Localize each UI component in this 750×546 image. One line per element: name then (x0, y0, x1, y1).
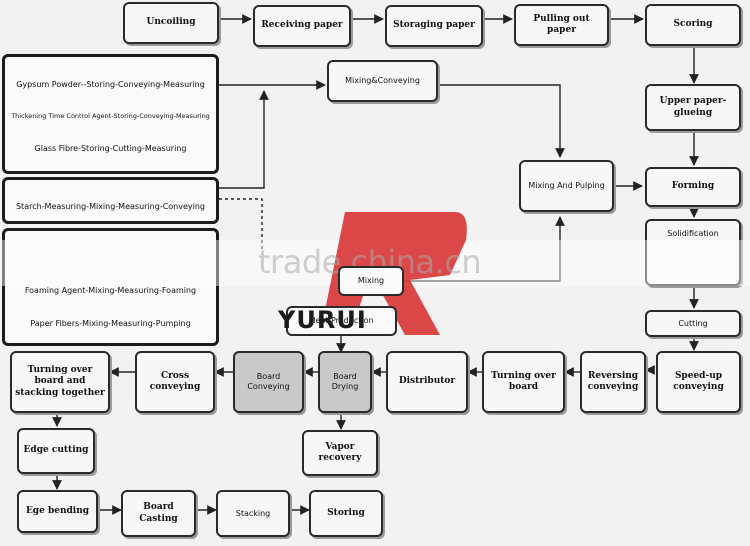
heat-production-label: Heat Production (309, 316, 374, 325)
heat-production-box: Heat Production (286, 306, 397, 336)
forming-box: Forming (645, 167, 741, 207)
solidification-box: Solidification (645, 219, 741, 286)
stacking-label: Stacking (235, 508, 271, 518)
cross-conveying-label: Cross conveying (149, 370, 201, 392)
materials-group-box: Gypsum Powder--Storing-Conveying-Measuri… (2, 54, 219, 174)
board-casting-box: Board Casting (121, 490, 196, 537)
upper-paper-glueing-label: Upper paper-glueing (659, 96, 727, 118)
distributor-box: Distributor (386, 351, 468, 413)
storing-label: Storing (327, 507, 365, 518)
storaging-paper-box: Storaging paper (385, 5, 483, 47)
mixing-box: Mixing (338, 266, 404, 296)
edge-cutting-box: Edge cutting (17, 428, 95, 474)
mixing-pulping-label: Mixing And Pulping (528, 181, 605, 190)
uncoiling-label: Uncoiling (146, 17, 196, 28)
ege-bending-label: Ege bending (25, 505, 90, 516)
mixing-conveying-box: Mixing&Conveying (327, 60, 438, 102)
distributor-label: Distributor (398, 376, 456, 387)
ege-bending-box: Ege bending (17, 490, 98, 533)
solidification-label: Solidification (667, 229, 719, 238)
reversing-conveying-label: Reversing conveying (587, 370, 639, 392)
storing-box: Storing (309, 490, 383, 537)
board-drying-label: Board Drying (331, 372, 359, 391)
arrow-starch-dashed (219, 198, 263, 252)
arrow-starch-up (219, 90, 269, 189)
edge-cutting-label: Edge cutting (23, 445, 89, 456)
foaming-line: Foaming Agent-Mixing-Measuring-Foaming (24, 286, 197, 295)
gypsum-line: Gypsum Powder--Storing-Conveying-Measuri… (16, 80, 205, 89)
pulling-out-paper-label: Pulling out paper (533, 13, 590, 35)
storaging-paper-label: Storaging paper (393, 20, 475, 31)
thickening-line: Thickening Time Control Agent-Storing-Co… (11, 112, 210, 120)
pulling-out-paper-box: Pulling out paper (514, 4, 609, 46)
forming-label: Forming (671, 181, 715, 192)
vapor-recovery-box: Vapor recovery (302, 430, 378, 476)
starch-line: Starch-Measuring-Mixing-Measuring-Convey… (15, 202, 206, 211)
glass-fibre-line: Glass Fibre-Storing-Cutting-Measuring (34, 144, 187, 153)
scoring-box: Scoring (645, 4, 741, 46)
turning-stacking-label: Turning over board and stacking together (15, 365, 105, 398)
reversing-conveying-box: Reversing conveying (580, 351, 646, 413)
arrow-mixconv-pulping (438, 84, 565, 158)
cutting-box: Cutting (645, 310, 741, 337)
receiving-paper-label: Receiving paper (261, 20, 343, 31)
mixing-conveying-label: Mixing&Conveying (345, 76, 420, 85)
speed-up-conveying-box: Speed-up conveying (656, 351, 741, 413)
cutting-label: Cutting (678, 318, 708, 328)
logo-wordmark: YURUI (278, 306, 367, 334)
mixing-label: Mixing (357, 276, 385, 285)
starch-box: Starch-Measuring-Mixing-Measuring-Convey… (2, 177, 219, 224)
board-casting-label: Board Casting (139, 502, 178, 524)
receiving-paper-box: Receiving paper (253, 5, 351, 47)
paper-fibers-line: Paper Fibers-Mixing-Measuring-Pumping (30, 319, 191, 328)
turning-stacking-box: Turning over board and stacking together (10, 351, 110, 413)
board-conveying-label: Board Conveying (247, 372, 290, 391)
turning-over-board-box: Turning over board (482, 351, 565, 413)
turning-over-board-label: Turning over board (491, 370, 556, 392)
speed-up-conveying-label: Speed-up conveying (673, 370, 724, 392)
mixing-pulping-box: Mixing And Pulping (519, 160, 614, 212)
upper-paper-glueing-box: Upper paper-glueing (645, 84, 741, 131)
cross-conveying-box: Cross conveying (135, 351, 215, 413)
scoring-label: Scoring (673, 19, 713, 30)
arrow-mixing-pulping (404, 216, 565, 282)
uncoiling-box: Uncoiling (123, 2, 219, 44)
board-drying-box: Board Drying (318, 351, 372, 413)
vapor-recovery-label: Vapor recovery (318, 441, 362, 463)
foaming-group-box: Foaming Agent-Mixing-Measuring-Foaming P… (2, 228, 219, 346)
board-conveying-box: Board Conveying (233, 351, 304, 413)
stacking-box: Stacking (216, 490, 290, 537)
